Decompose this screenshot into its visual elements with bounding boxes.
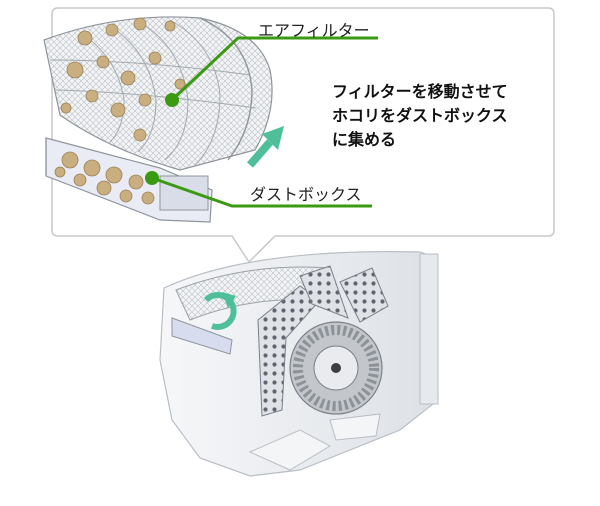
explanation-line: フィルターを移動させて [332,82,508,101]
explanation-line: ホコリをダストボックス [332,106,508,125]
air-conditioner-unit [159,251,439,477]
air-filter-leader-line [170,36,378,102]
dust-box-illustration [45,137,213,223]
arrow-up-right-icon [246,126,284,168]
air-filter-leader-dot [165,93,179,107]
dust-box-leader-line [151,176,372,208]
fan-illustration [289,321,383,415]
explanation-line: に集める [332,130,397,149]
air-filter-label: エアフィルター [258,21,370,40]
explanation-text: フィルターを移動させて ホコリをダストボックス に集める [332,80,508,152]
rotate-clockwise-icon [203,292,237,330]
air-filter-illustration [43,16,273,171]
dust-box-label: ダストボックス [250,185,362,204]
dust-box-leader-dot [145,171,159,185]
